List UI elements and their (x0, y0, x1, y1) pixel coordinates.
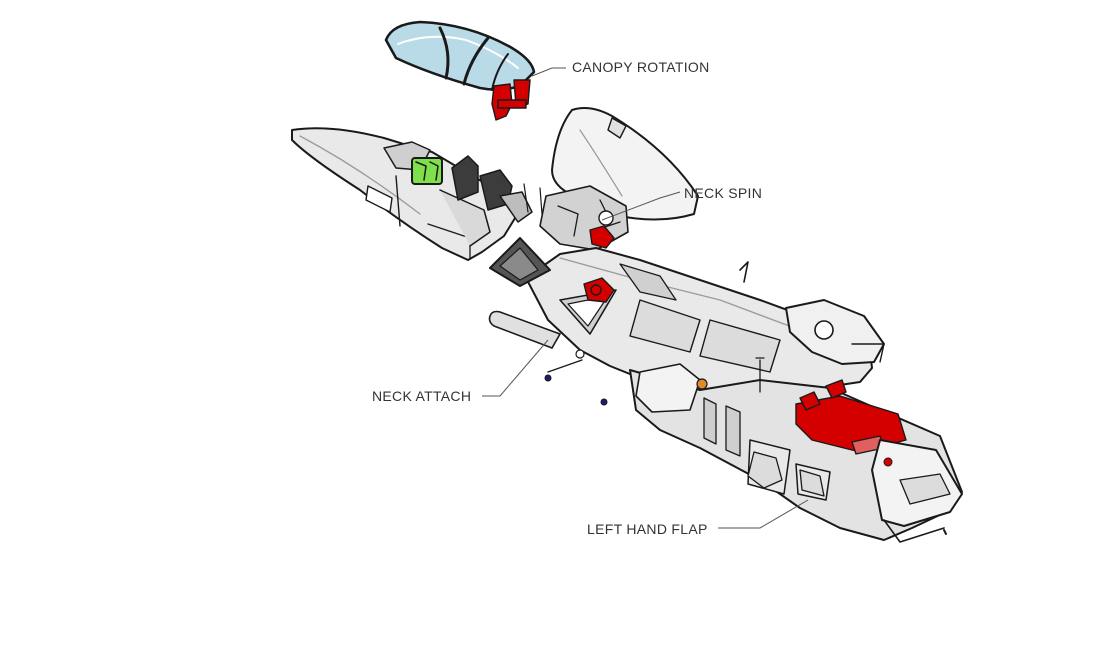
leader-canopy-rotation (531, 67, 566, 77)
label-neck-spin: NECK SPIN (684, 185, 763, 201)
rear-shoulder-block (785, 299, 885, 365)
forward-fuselage (291, 127, 521, 261)
leader-left-hand-flap (718, 499, 809, 529)
neck-attach-rod (488, 310, 947, 535)
label-left-hand-flap: LEFT HAND FLAP (587, 521, 708, 537)
label-neck-attach: NECK ATTACH (372, 388, 472, 404)
cockpit-interior (383, 141, 543, 223)
main-fuselage (525, 247, 873, 399)
intake-panel (489, 237, 551, 287)
canopy-rotation-joint (491, 79, 531, 121)
leader-neck-attach (482, 339, 549, 397)
leader-lines (482, 67, 809, 529)
label-canopy-rotation: CANOPY ROTATION (572, 59, 710, 75)
detached-canopy (384, 20, 536, 91)
rear-tail-block (871, 439, 963, 543)
left-hand-flap (795, 379, 907, 455)
leader-neck-spin (601, 191, 681, 221)
red-neck-joint (583, 277, 615, 303)
